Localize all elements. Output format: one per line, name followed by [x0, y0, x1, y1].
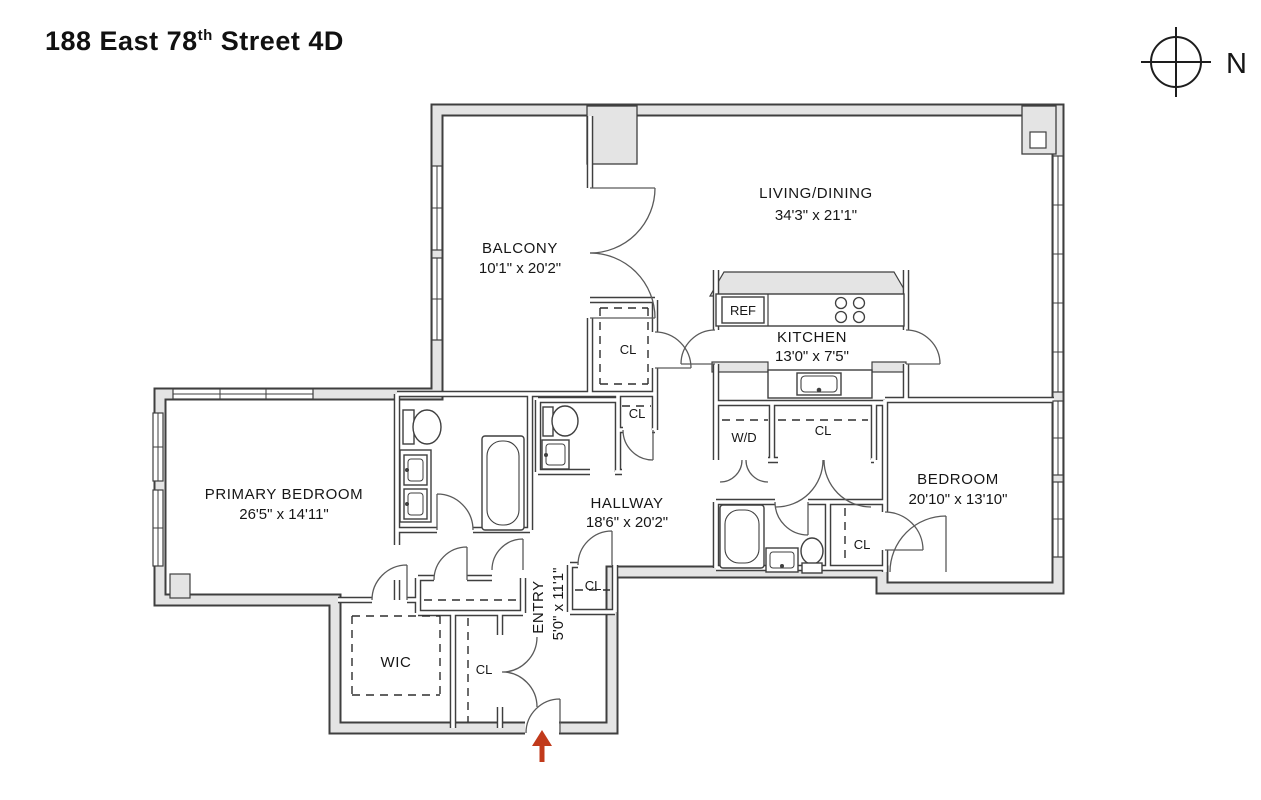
exterior-walls — [153, 103, 1065, 735]
closet-label: CL — [815, 423, 832, 438]
room-dims-bedroom: 20'10" x 13'10" — [909, 491, 1008, 508]
entry-arrow-icon — [532, 730, 552, 762]
page-title: 188 East 78th Street 4D — [45, 26, 344, 57]
closet-label: CL — [585, 578, 602, 593]
wall-openings — [525, 564, 945, 736]
room-label-wic: WIC — [381, 654, 412, 671]
wall-block — [711, 361, 769, 373]
room-dims-primary-bedroom: 26'5" x 14'11" — [239, 506, 329, 523]
compass-north-label: N — [1226, 48, 1247, 80]
room-dims-balcony: 10'1" x 20'2" — [479, 260, 561, 277]
title-suffix: Street 4D — [212, 26, 344, 57]
compass-cross — [1141, 27, 1211, 97]
refrigerator — [721, 296, 765, 324]
closet-label: CL — [629, 406, 646, 421]
window-mullions — [153, 156, 1063, 566]
room-dims-living-dining: 34'3" x 21'1" — [775, 207, 857, 224]
column-notch — [1029, 131, 1047, 149]
closet-label: CL — [854, 537, 871, 552]
room-label-living-dining: LIVING/DINING — [759, 185, 873, 202]
toilet-icon — [412, 409, 442, 445]
room-label-balcony: BALCONY — [482, 240, 558, 257]
toilet-icon — [551, 405, 579, 437]
room-label-hallway: HALLWAY — [590, 495, 663, 512]
room-labels: LIVING/DINING 34'3" x 21'1" BALCONY 10'1… — [205, 185, 1008, 677]
title-superscript: th — [197, 27, 213, 45]
room-dims-kitchen: 13'0" x 7'5" — [775, 348, 849, 365]
interior-walls — [338, 116, 1054, 728]
closet-label: CL — [620, 342, 637, 357]
stove-icon — [834, 296, 866, 324]
kitchen-back-wall — [708, 271, 910, 297]
doors — [371, 187, 947, 734]
room-label-bedroom: BEDROOM — [917, 471, 999, 488]
room-dims-hallway: 18'6" x 20'2" — [586, 514, 668, 531]
column — [169, 573, 191, 599]
refrigerator-label: REF — [730, 303, 756, 318]
room-label-entry: ENTRY — [530, 580, 547, 634]
wall-block — [586, 105, 638, 165]
primary-bathroom-fixtures — [399, 409, 525, 531]
wall-block — [871, 361, 907, 373]
kitchen-fixtures — [715, 293, 905, 399]
room-label-kitchen: KITCHEN — [777, 329, 847, 346]
hall-bathroom-fixtures — [719, 504, 824, 574]
powder-room-fixtures — [541, 405, 579, 470]
room-label-primary-bedroom: PRIMARY BEDROOM — [205, 486, 363, 503]
compass: N — [1141, 27, 1247, 97]
closet-dashes — [351, 307, 868, 722]
closet-label: CL — [476, 662, 493, 677]
room-dims-entry: 5'0" x 11'1" — [550, 568, 567, 641]
washer-dryer-label: W/D — [731, 430, 756, 445]
toilet-icon — [800, 537, 824, 565]
toilet-tank — [801, 562, 823, 574]
title-text: 188 East 78 — [45, 26, 198, 57]
